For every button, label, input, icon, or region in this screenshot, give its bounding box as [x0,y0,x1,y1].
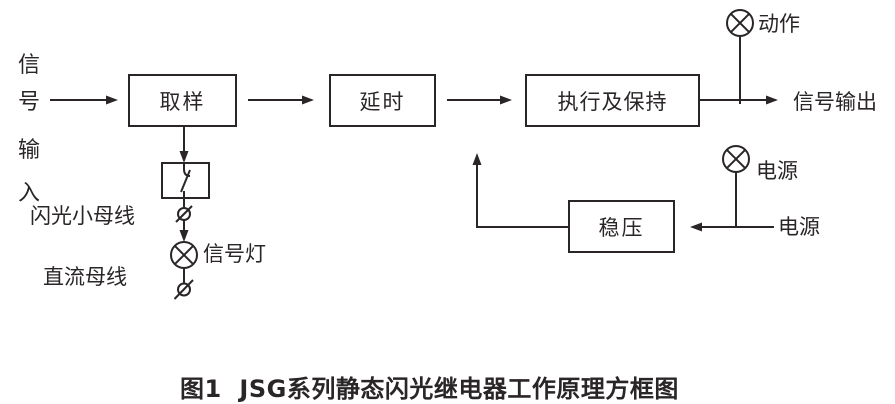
terminal-icon [175,205,193,223]
signal-input-label-char: 入 [17,181,40,206]
power-source-label: 电源 [778,215,820,239]
signal-lamp-label: 信号灯 [203,242,266,266]
arrow-execute-to-output [700,95,778,105]
flash-bus-label: 闪光小母线 [30,204,135,228]
arrow-delay-to-execute [447,95,512,105]
arrow-sampling-to-delay [248,95,314,105]
figure-caption: 图1 JSG系列静态闪光继电器工作原理方框图 [180,375,679,403]
arrow-sampling-to-contact [179,127,189,163]
block-execute-and-hold: 执行及保持 [525,74,700,127]
signal-input-label-char: 输 [17,138,40,163]
block-voltage-regulator: 稳压 [568,200,675,253]
signal-input-label-char: 信 [17,53,40,78]
block-sampling: 取样 [128,74,237,127]
arrow-power-to-regulator [690,222,774,232]
arrow-terminal-to-lamp [179,220,189,242]
arrow-input-to-sampling [50,95,118,105]
dc-bus-label: 直流母线 [43,265,127,289]
arrow-regulator-feedback [472,153,568,228]
power-lamp-icon [722,145,750,173]
signal-lamp-icon [170,241,198,269]
action-lamp-label: 动作 [758,12,800,36]
block-delay: 延时 [329,74,436,127]
power-lamp-label: 电源 [756,159,798,183]
signal-input-label-char: 号 [17,90,40,115]
terminal-icon [173,279,194,300]
action-lamp-icon [726,9,754,37]
signal-output-label: 信号输出 [793,90,877,114]
contact-switch-icon [161,162,210,207]
